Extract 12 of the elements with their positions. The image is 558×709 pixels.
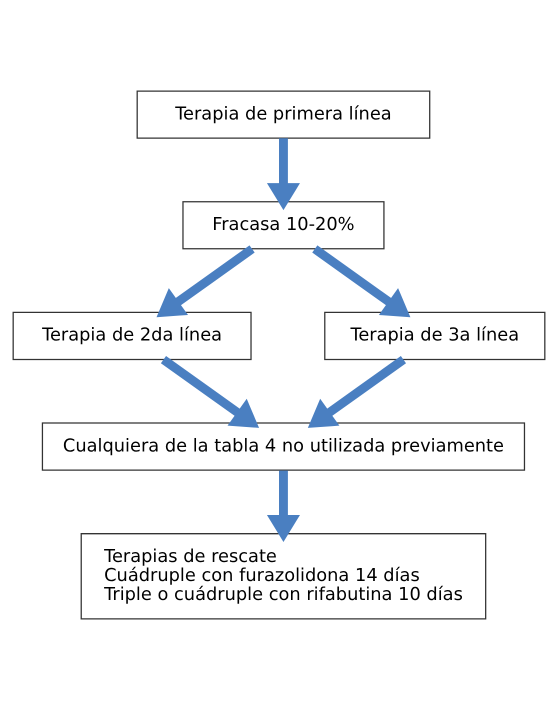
node-box: Fracasa 10-20%	[182, 200, 385, 249]
arrow	[156, 244, 255, 317]
arrow	[312, 244, 410, 317]
node-box: Terapia de primera línea	[136, 90, 430, 138]
node-box: Terapias de rescate Cuádruple con furazolidona 14 días Triple o cuádruple con rifabutina 10 días	[80, 532, 486, 620]
node-box: Terapia de 2da línea	[12, 311, 252, 360]
node-box: Terapia de 3a línea	[324, 311, 546, 360]
arrow	[308, 355, 406, 428]
arrow	[160, 355, 260, 428]
arrow	[266, 138, 300, 210]
arrow	[266, 470, 300, 542]
node-box: Cualquiera de la tabla 4 no utilizada previamente	[42, 422, 526, 470]
